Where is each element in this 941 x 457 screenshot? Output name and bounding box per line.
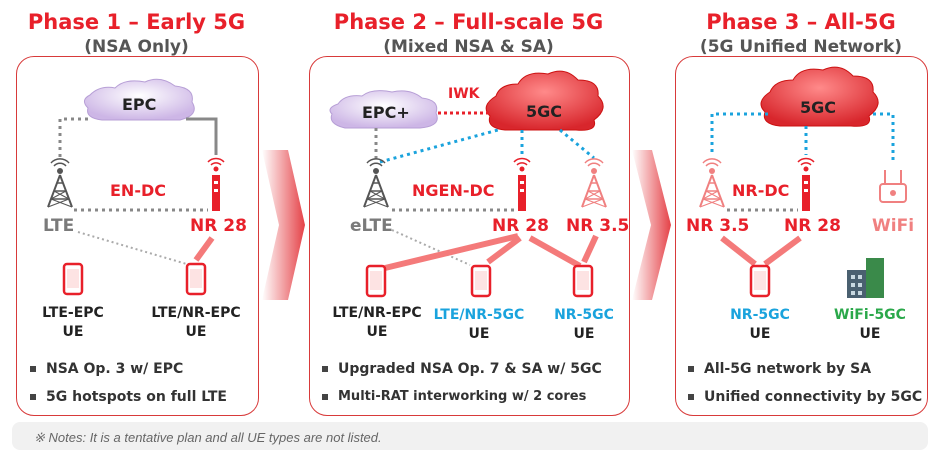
nr28-label: NR 28 (190, 216, 247, 236)
epc-plus-cloud (329, 90, 438, 129)
nr35-tower-icon (699, 157, 725, 208)
wifi-router-icon (879, 170, 907, 203)
ue-phone-icon (62, 262, 84, 296)
nr-dc-label: NR-DC (732, 181, 790, 200)
nr28-antenna-icon (797, 157, 815, 212)
transition-arrow-1 (262, 150, 305, 300)
phase1-title: Phase 1 – Early 5G (27, 10, 246, 34)
phase1-subtitle: (NSA Only) (84, 37, 189, 57)
transition-arrow-2 (632, 150, 671, 300)
phase3-bullet: Unified connectivity by 5GC (688, 389, 922, 405)
epc-plus-label: EPC+ (362, 103, 410, 122)
5gc-cloud (485, 70, 604, 131)
ue-phone-icon (365, 264, 387, 298)
nr28-label: NR 28 (784, 216, 841, 236)
ngen-dc-label: NGEN-DC (412, 181, 495, 200)
phase2-title: Phase 2 – Full-scale 5G (333, 10, 604, 34)
elte-tower-icon (363, 157, 389, 208)
footnote: ※ Notes: It is a tentative plan and all … (34, 430, 382, 445)
phase2-diagram (329, 70, 607, 298)
phase2-bullet: Multi-RAT interworking w/ 2 cores (322, 389, 586, 404)
phase3-bullet: All-5G network by SA (688, 361, 871, 377)
nr-antenna-icon (207, 157, 225, 212)
nr35-label: NR 3.5 (566, 216, 630, 236)
ue-phone-icon (572, 264, 594, 298)
phase2-bullet: Upgraded NSA Op. 7 & SA w/ 5GC (322, 361, 602, 377)
phase1-bullet: 5G hotspots on full LTE (30, 389, 227, 405)
footer-bar (12, 422, 928, 450)
phase1-bullet: NSA Op. 3 w/ EPC (30, 361, 183, 377)
ue-phone-icon (470, 264, 492, 298)
ue-phone-icon (185, 262, 207, 296)
lte-tower-icon (47, 157, 73, 208)
phase1-diagram (47, 78, 225, 296)
nr35-tower-icon (581, 157, 607, 208)
elte-label: eLTE (350, 216, 393, 236)
nr35-label: NR 3.5 (686, 216, 750, 236)
5gc-cloud (760, 66, 879, 127)
phase3-diagram (699, 66, 907, 298)
wifi-label: WiFi (872, 216, 915, 236)
ue-phone-icon (749, 264, 771, 298)
5gc-label: 5GC (800, 98, 837, 117)
iwk-label: IWK (448, 86, 480, 102)
epc-label: EPC (122, 95, 157, 114)
phase3-subtitle: (5G Unified Network) (699, 37, 903, 57)
nr28-antenna-icon (513, 157, 531, 212)
nr28-label: NR 28 (492, 216, 549, 236)
en-dc-label: EN-DC (110, 181, 166, 200)
building-icon (847, 258, 884, 298)
phase2-subtitle: (Mixed NSA & SA) (383, 37, 554, 57)
5gc-label: 5GC (526, 102, 563, 121)
epc-cloud (84, 78, 195, 121)
lte-label: LTE (43, 216, 75, 236)
phase3-title: Phase 3 – All-5G (706, 10, 896, 34)
